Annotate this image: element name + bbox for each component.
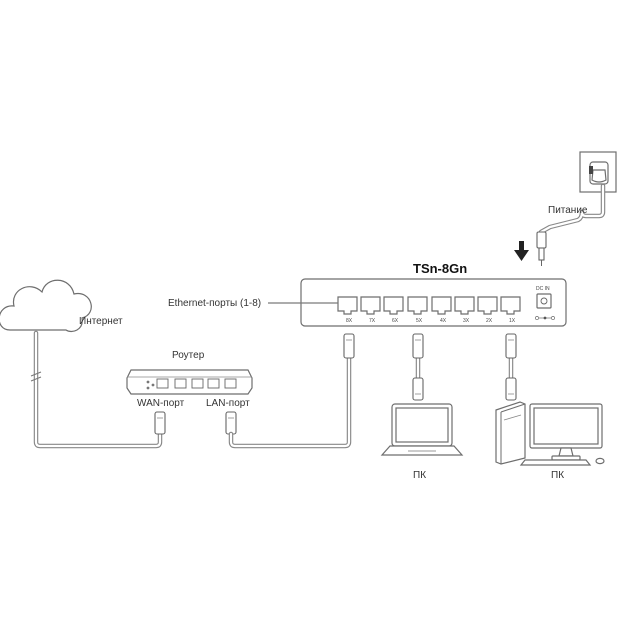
port-label: 6X [392, 318, 399, 324]
desktop-end-plug-icon [505, 377, 517, 401]
wan-plug-icon [154, 411, 166, 435]
dc-in-label: DC IN [536, 286, 550, 292]
power-adapter-icon [579, 151, 617, 193]
switch-device: 8X 7X 6X 5X 4X 3X 2X 1X DC IN [300, 278, 567, 327]
port-label: 7X [369, 318, 376, 324]
lan-plug-icon [225, 411, 237, 435]
laptop-pc-label: ПК [413, 470, 426, 481]
keyboard-icon [519, 459, 592, 466]
router-status-leds [146, 380, 155, 390]
switch-rj45-ports [337, 296, 521, 315]
power-label: Питание [548, 205, 588, 216]
power-cable [538, 183, 606, 235]
switch-model-title: TSn-8Gn [413, 261, 467, 276]
port-label: 4X [440, 318, 447, 324]
dc-in-socket-icon [536, 293, 552, 309]
switch-port-labels: 8X 7X 6X 5X 4X 3X 2X 1X [346, 318, 516, 324]
port-label: 1X [509, 318, 516, 324]
port-label: 3X [463, 318, 470, 324]
dc-plug-icon [536, 231, 547, 266]
router-label: Роутер [172, 350, 205, 361]
monitor-icon [529, 403, 603, 461]
lan-port-label: LAN-порт [206, 398, 250, 409]
laptop-switch-plug-icon [412, 333, 424, 359]
switch-8x-plug-icon [343, 333, 355, 359]
laptop-end-plug-icon [412, 377, 424, 401]
desktop-switch-plug-icon [505, 333, 517, 359]
router-ports [156, 378, 237, 389]
mouse-icon [595, 457, 605, 465]
router-device [126, 369, 253, 395]
pc-tower-icon [495, 401, 526, 465]
internet-cloud-icon [0, 279, 92, 333]
cable-internet-wan [30, 330, 163, 449]
desktop-pc-label: ПК [551, 470, 564, 481]
laptop-icon [380, 403, 464, 456]
wan-port-label: WAN-порт [137, 398, 185, 409]
dc-polarity-icon [535, 316, 555, 320]
down-arrow-icon [514, 241, 529, 261]
cable-lan-switch [228, 355, 352, 449]
port-label: 5X [416, 318, 423, 324]
port-label: 8X [346, 318, 353, 324]
internet-label: Интернет [79, 316, 123, 327]
port-label: 2X [486, 318, 493, 324]
ethernet-ports-label: Ethernet-порты (1-8) [168, 298, 261, 309]
